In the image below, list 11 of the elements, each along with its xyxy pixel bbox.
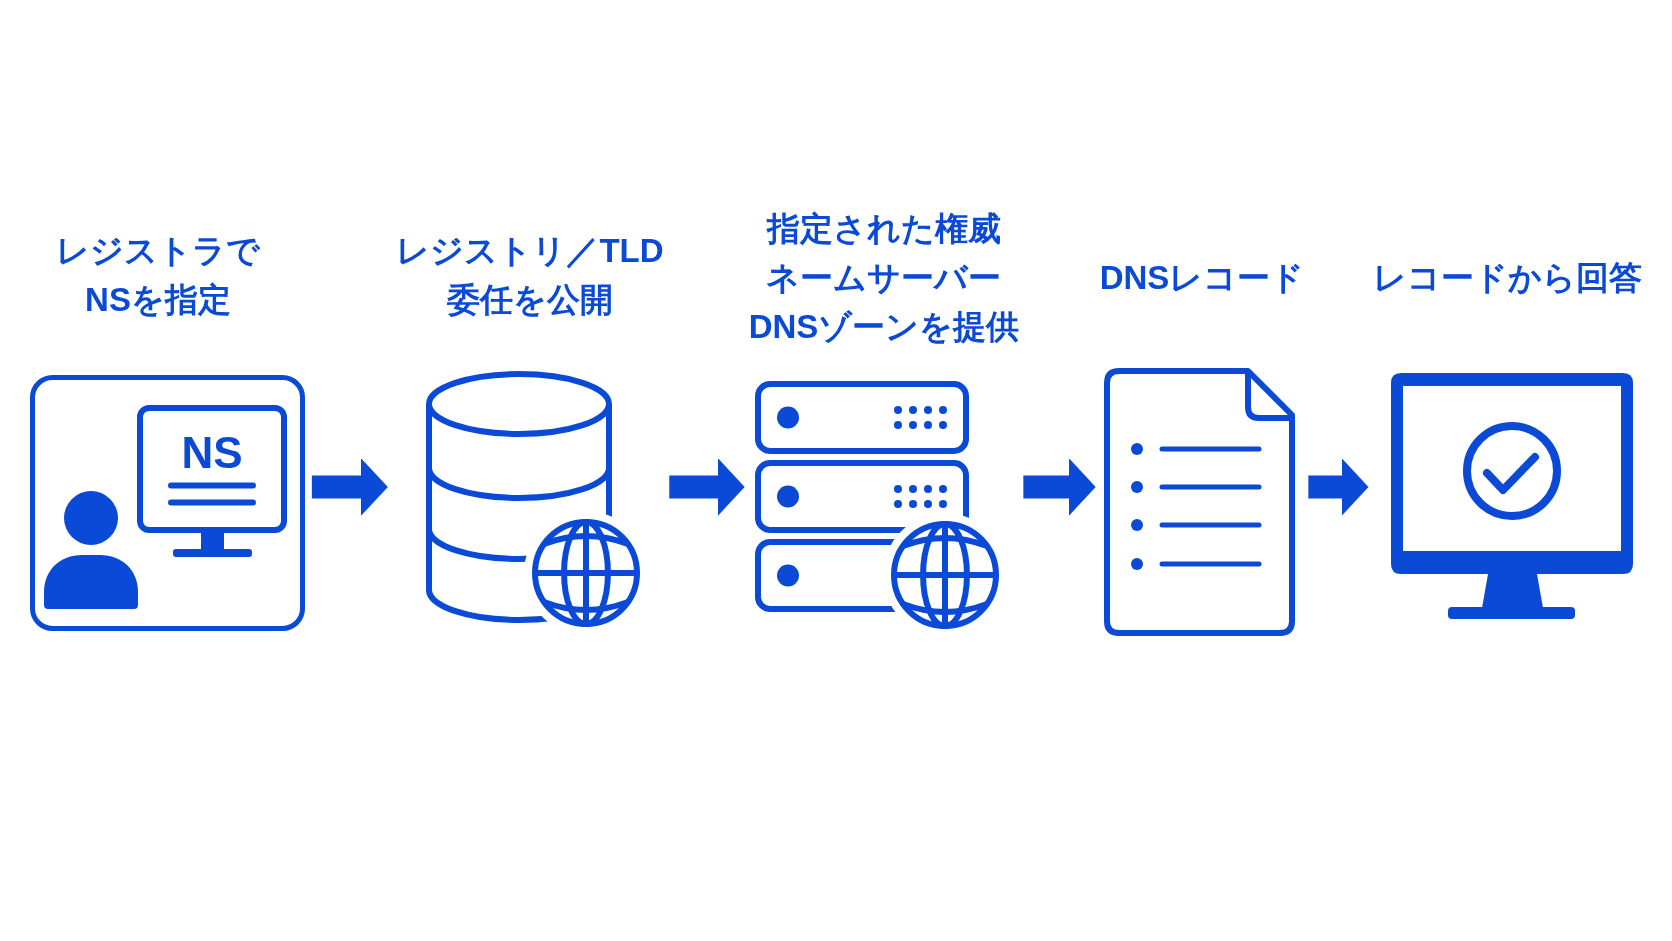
arrow [1023,458,1096,516]
arrow [1308,458,1369,516]
step-subheading: DNSゾーンを提供 [748,306,1020,347]
arrow [311,458,388,516]
step-heading: 指定された権威ネームサーバー [765,208,1003,298]
screen-label: NS [181,431,243,475]
step-heading: レジストラでNSを指定 [55,231,261,320]
step-heading: レコードから回答 [1372,257,1642,298]
arrow [669,458,745,516]
step-heading: レジストリ／TLD委任を公開 [395,231,665,320]
step-heading: DNSレコード [1099,257,1305,298]
